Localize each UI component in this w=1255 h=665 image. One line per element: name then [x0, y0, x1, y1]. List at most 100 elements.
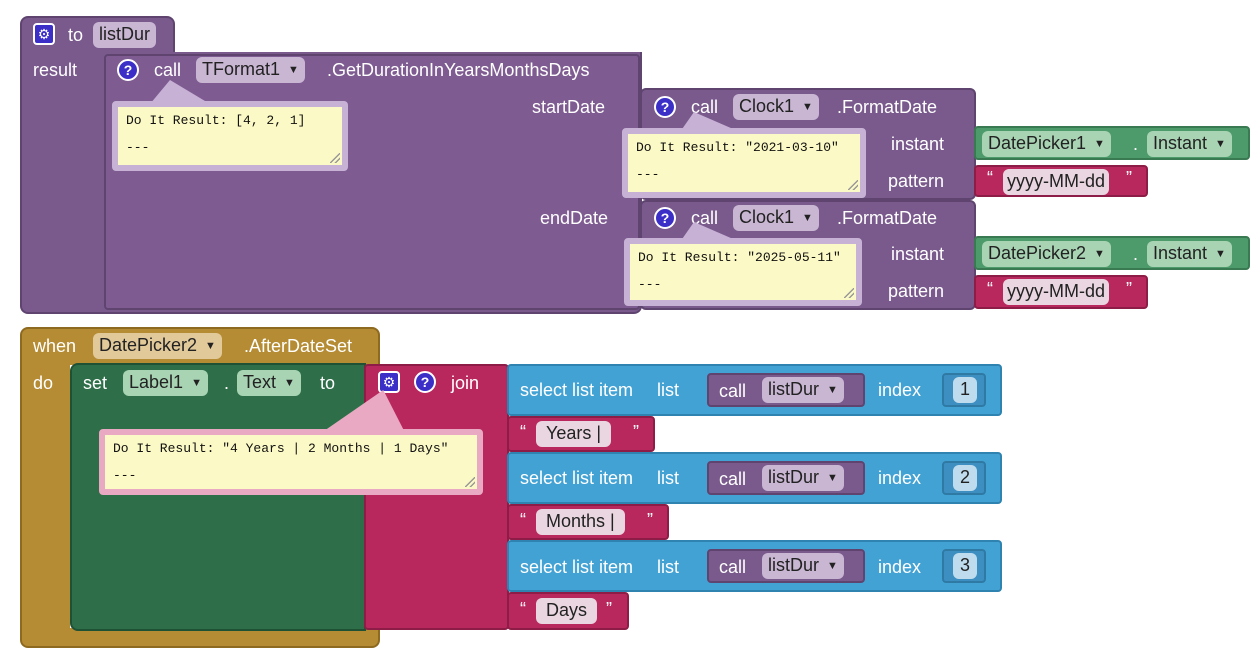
event-name: .AfterDateSet: [244, 336, 353, 356]
component-name: Clock1: [739, 207, 795, 227]
pattern-text-field[interactable]: yyyy-MM-dd: [1003, 169, 1109, 195]
string-text: Days: [546, 600, 588, 620]
question-icon[interactable]: ?: [654, 207, 676, 229]
property-name: Instant: [1153, 133, 1208, 153]
pattern-text: yyyy-MM-dd: [1007, 281, 1105, 301]
instant-label: instant: [891, 134, 945, 154]
list-keyword: list: [657, 380, 679, 400]
instant-label: instant: [891, 244, 945, 264]
bubble-line2: ---: [638, 277, 662, 292]
procedure-name-field[interactable]: listDur: [93, 22, 157, 48]
result-bubble-proc: Do It Result: [4, 2, 1] ---: [112, 101, 348, 171]
select-list-item-label: select list item: [520, 557, 634, 577]
component-dropdown-clock[interactable]: Clock1 ▼: [733, 94, 819, 120]
pattern-label: pattern: [888, 281, 945, 301]
component-name: Clock1: [739, 96, 795, 116]
close-quote: ”: [633, 422, 639, 442]
datepicker1-dropdown[interactable]: DatePicker1 ▼: [982, 131, 1111, 157]
list-keyword: list: [657, 557, 679, 577]
set-label-block[interactable]: [70, 363, 366, 631]
enddate-label: endDate: [540, 208, 609, 228]
index-number-field[interactable]: 2: [953, 465, 977, 491]
string-text-field[interactable]: Days: [536, 598, 598, 624]
datepicker2-event-dropdown[interactable]: DatePicker2▼: [93, 333, 222, 359]
method-name: .FormatDate: [837, 97, 938, 117]
index-keyword: index: [878, 468, 922, 488]
do-keyword: do: [33, 373, 54, 393]
bubble-line2: ---: [126, 140, 150, 155]
procedure-dropdown[interactable]: listDur ▼: [762, 377, 844, 403]
component-name: DatePicker1: [988, 133, 1087, 153]
join-block[interactable]: [364, 364, 509, 630]
dropdown-arrow-icon: ▼: [802, 212, 813, 224]
bubble-pointer: [150, 80, 210, 104]
index-keyword: index: [878, 380, 922, 400]
dropdown-arrow-icon: ▼: [288, 64, 299, 76]
component-dropdown-tformat[interactable]: TFormat1▼: [196, 57, 305, 83]
bubble-line2: ---: [636, 167, 660, 182]
procedure-inner-call: [104, 54, 640, 310]
instant-property-dropdown[interactable]: Instant ▼: [1147, 241, 1232, 267]
select-list-item-block[interactable]: [507, 364, 1002, 416]
text-property-dropdown[interactable]: Text▼: [237, 370, 301, 396]
resize-grip-icon[interactable]: [330, 153, 340, 163]
close-quote: ”: [1126, 168, 1132, 188]
call-keyword: call: [719, 381, 747, 401]
dropdown-arrow-icon: ▼: [191, 377, 202, 389]
string-text-field[interactable]: Months |: [536, 509, 625, 535]
question-icon[interactable]: ?: [654, 96, 676, 118]
string-text-field[interactable]: Years |: [536, 421, 612, 447]
resize-grip-icon[interactable]: [848, 180, 858, 190]
dropdown-arrow-icon: ▼: [1094, 248, 1105, 260]
dropdown-arrow-icon: ▼: [802, 101, 813, 113]
procedure-name-text: listDur: [99, 24, 151, 44]
string-text: Months |: [546, 511, 615, 531]
startdate-label: startDate: [532, 97, 606, 117]
dropdown-arrow-icon: ▼: [827, 472, 838, 484]
dot-separator: .: [1133, 134, 1139, 154]
method-name: .FormatDate: [837, 208, 938, 228]
open-quote: “: [520, 510, 526, 530]
index-number-field[interactable]: 1: [953, 377, 977, 403]
label1-dropdown[interactable]: Label1 ▼: [123, 370, 208, 396]
close-quote: ”: [1126, 279, 1132, 299]
method-name: .GetDurationInYearsMonthsDays: [327, 60, 590, 80]
question-icon[interactable]: ?: [414, 371, 436, 393]
index-number-field[interactable]: 3: [953, 553, 977, 579]
procedure-name: listDur: [768, 379, 820, 399]
result-bubble-fmt1: Do It Result: "2021-03-10" ---: [622, 128, 866, 198]
list-keyword: list: [657, 468, 679, 488]
join-keyword: join: [451, 373, 480, 393]
gear-icon[interactable]: ⚙: [33, 23, 55, 45]
index-value: 2: [959, 467, 970, 487]
bubble-pointer: [680, 222, 740, 242]
bubble-line1: Do It Result: "2021-03-10": [636, 140, 839, 155]
component-name: Label1: [129, 372, 184, 392]
resize-grip-icon[interactable]: [465, 477, 475, 487]
call-keyword: call: [154, 60, 182, 80]
open-quote: “: [987, 168, 993, 188]
dot-separator: .: [1133, 244, 1139, 264]
dropdown-arrow-icon: ▼: [1094, 138, 1105, 150]
gear-icon[interactable]: ⚙: [378, 371, 400, 393]
result-bubble-join: Do It Result: "4 Years | 2 Months | 1 Da…: [99, 429, 483, 495]
select-list-item-label: select list item: [520, 380, 634, 400]
instant-property-dropdown[interactable]: Instant▼: [1147, 131, 1232, 157]
procedure-dropdown[interactable]: listDur▼: [762, 553, 844, 579]
pattern-text: yyyy-MM-dd: [1007, 171, 1105, 191]
set-keyword: set: [83, 373, 108, 393]
when-keyword: when: [33, 336, 77, 356]
dropdown-arrow-icon: ▼: [284, 377, 295, 389]
to-keyword: to: [320, 373, 336, 393]
component-dropdown-clock[interactable]: Clock1 ▼: [733, 205, 819, 231]
datepicker2-dropdown[interactable]: DatePicker2▼: [982, 241, 1111, 267]
procedure-dropdown[interactable]: listDur▼: [762, 465, 844, 491]
dropdown-arrow-icon: ▼: [827, 384, 838, 396]
dropdown-arrow-icon: ▼: [1215, 248, 1226, 260]
resize-grip-icon[interactable]: [844, 288, 854, 298]
to-keyword: to: [68, 25, 84, 45]
pattern-text-field[interactable]: yyyy-MM-dd: [1003, 279, 1109, 305]
question-icon[interactable]: ?: [117, 59, 139, 81]
dot-separator: .: [224, 373, 230, 393]
property-name: Instant: [1153, 243, 1208, 263]
